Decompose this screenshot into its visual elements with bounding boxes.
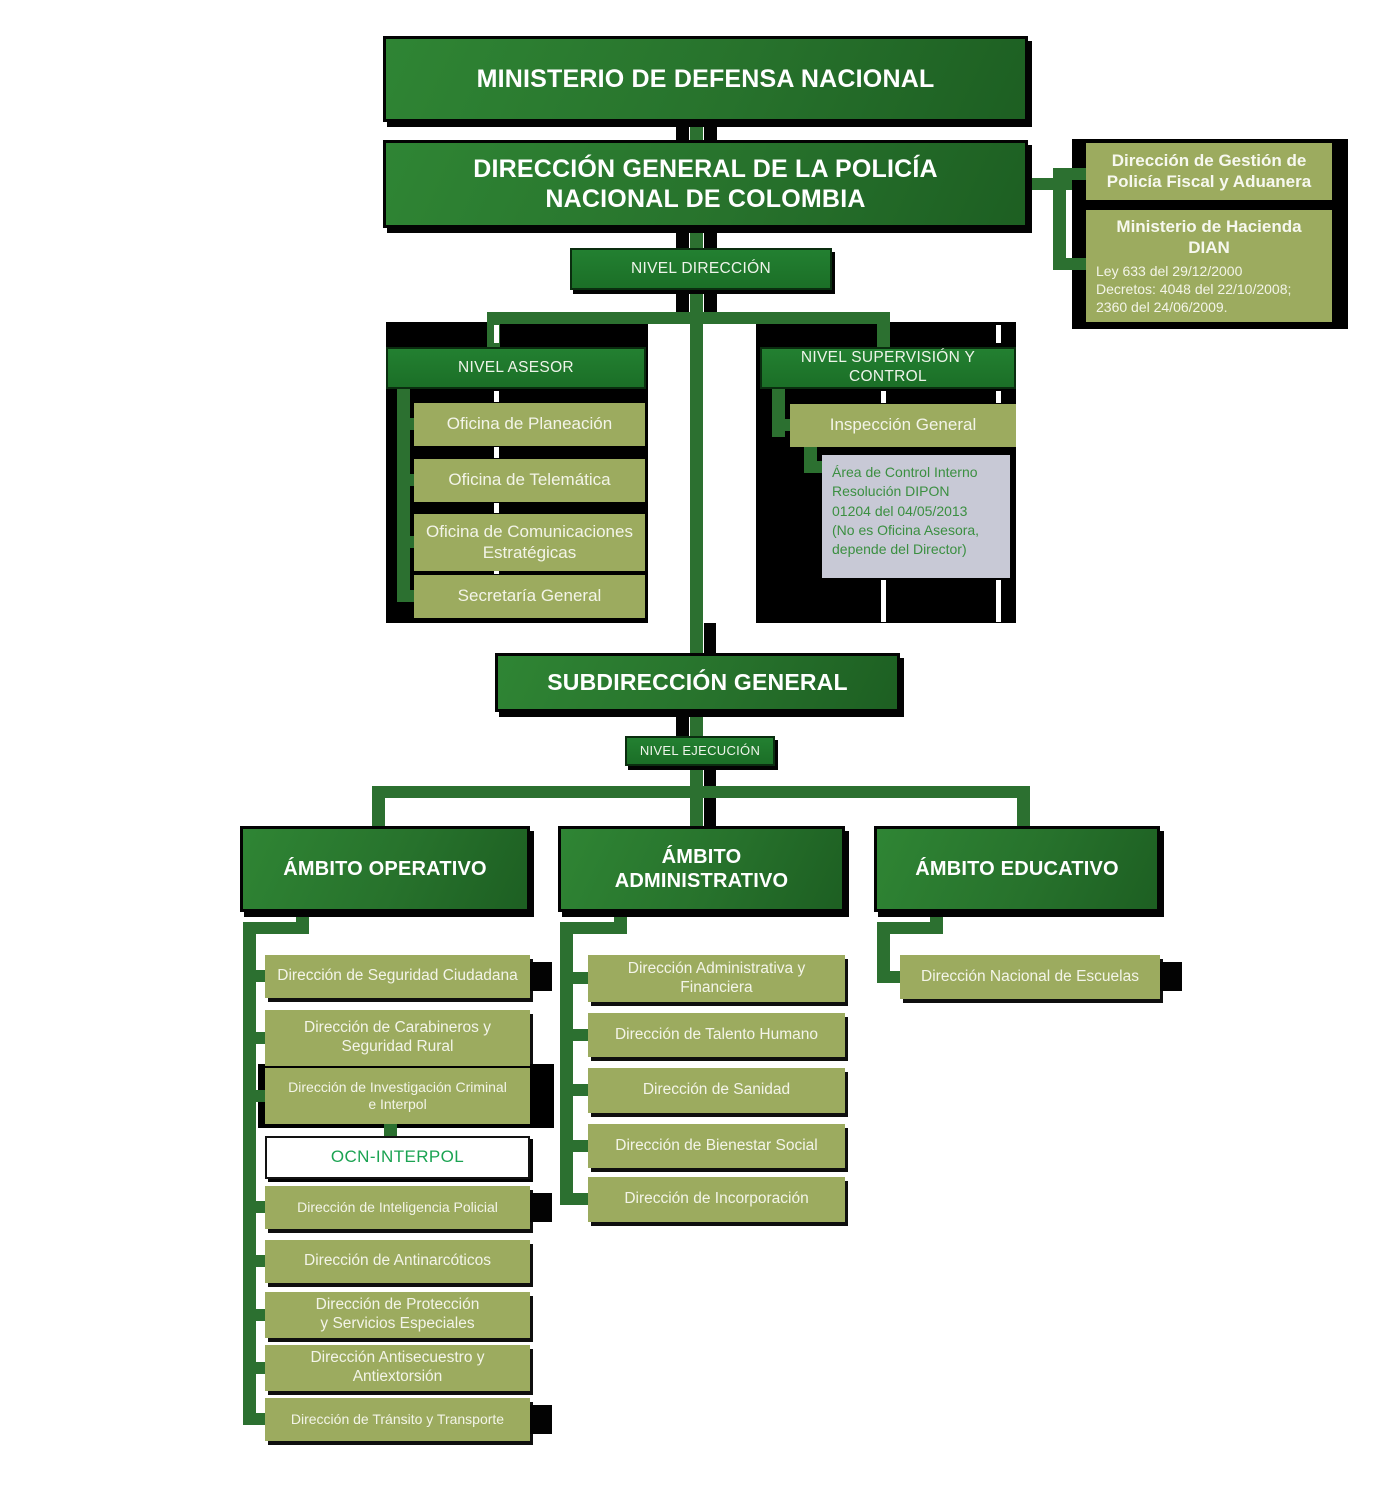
- white-tick: [881, 580, 886, 622]
- administrativo-stub: [560, 1193, 588, 1205]
- dian-connector-stub-top: [1053, 168, 1086, 180]
- box-area-control-interno: Área de Control Interno Resolución DIPON…: [822, 455, 1010, 578]
- box-direccion-transito-transporte: Dirección de Tránsito y Transporte: [265, 1398, 552, 1441]
- administrativo-stub: [560, 1140, 588, 1152]
- white-tick: [996, 580, 1001, 622]
- branch-top-horizontal: [487, 312, 890, 324]
- trunk-shadow: [704, 290, 717, 312]
- trunk-shadow: [704, 122, 717, 140]
- trunk-shadow: [704, 228, 717, 248]
- box-nivel-supervision-control: NIVEL SUPERVISIÓN Y CONTROL: [760, 347, 1016, 389]
- operativo-connector-v: [243, 922, 256, 1425]
- branch-top-right-drop: [877, 312, 890, 348]
- operativo-stub: [243, 970, 267, 982]
- box-direccion-seguridad-ciudadana: Dirección de Seguridad Ciudadana: [265, 955, 552, 998]
- operativo-stub: [243, 1090, 267, 1102]
- dian-connector-v: [1053, 168, 1066, 270]
- dian-normas: Ley 633 del 29/12/2000 Decretos: 4048 de…: [1096, 262, 1292, 315]
- operativo-stub: [243, 1032, 267, 1044]
- box-direccion-antinarcoticos: Dirección de Antinarcóticos: [265, 1240, 530, 1283]
- operativo-connector-h: [243, 922, 309, 934]
- educativo-connector-h: [877, 922, 943, 934]
- asesor-stub: [397, 418, 414, 430]
- white-tick: [494, 391, 499, 402]
- white-tick: [881, 391, 886, 403]
- white-tick: [494, 503, 499, 513]
- operativo-stub: [243, 1309, 267, 1321]
- box-direccion-antisecuestro: Dirección Antisecuestro y Antiextorsión: [265, 1345, 530, 1391]
- box-oficina-comunicaciones: Oficina de Comunicaciones Estratégicas: [414, 514, 645, 571]
- box-ministerio-defensa: MINISTERIO DE DEFENSA NACIONAL: [383, 36, 1028, 122]
- box-ambito-administrativo: ÁMBITO ADMINISTRATIVO: [558, 826, 845, 912]
- box-nivel-ejecucion: NIVEL EJECUCIÓN: [625, 736, 775, 766]
- white-tick: [494, 447, 499, 458]
- box-subdireccion-general: SUBDIRECCIÓN GENERAL: [495, 653, 900, 712]
- box-direccion-general: DIRECCIÓN GENERAL DE LA POLICÍA NACIONAL…: [383, 140, 1028, 228]
- box-direccion-incorporacion: Dirección de Incorporación: [588, 1177, 845, 1222]
- box-direccion-nacional-escuelas: Dirección Nacional de Escuelas: [900, 955, 1182, 999]
- dian-title: Ministerio de Hacienda DIAN: [1116, 217, 1302, 258]
- white-tick: [996, 325, 1001, 343]
- administrativo-connector-h: [560, 922, 627, 934]
- trunk-shadow: [676, 290, 689, 312]
- trunk-shadow: [676, 228, 689, 248]
- asesor-stub: [397, 474, 414, 486]
- box-direccion-bienestar-social: Dirección de Bienestar Social: [588, 1124, 845, 1168]
- educativo-connector-v: [877, 922, 890, 983]
- box-direccion-investigacion-criminal: Dirección de Investigación Criminal e In…: [265, 1068, 530, 1124]
- white-tick: [494, 325, 499, 343]
- box-nivel-asesor: NIVEL ASESOR: [386, 347, 646, 389]
- box-direccion-gestion-fiscal-aduanera: Dirección de Gestión de Policía Fiscal y…: [1086, 143, 1332, 200]
- box-ambito-operativo: ÁMBITO OPERATIVO: [240, 826, 530, 912]
- box-inspeccion-general: Inspección General: [790, 404, 1016, 447]
- dian-connector-stub-bottom: [1053, 258, 1086, 270]
- trunk-shadow: [676, 712, 689, 736]
- ocn-stub: [384, 1124, 397, 1136]
- box-direccion-administrativa-financiera: Dirección Administrativa y Financiera: [588, 955, 845, 1002]
- trunk-connector: [690, 228, 703, 248]
- educativo-stub: [877, 971, 900, 983]
- box-oficina-telematica: Oficina de Telemática: [414, 459, 645, 502]
- administrativo-connector-v: [560, 922, 573, 1205]
- box-oficina-planeacion: Oficina de Planeación: [414, 403, 645, 446]
- asesor-connector-v: [397, 389, 410, 602]
- administrativo-stub: [560, 1029, 588, 1041]
- branch-bottom-left-drop: [372, 786, 385, 826]
- asesor-stub: [397, 536, 414, 548]
- box-direccion-carabineros: Dirección de Carabineros y Seguridad Rur…: [265, 1010, 530, 1066]
- control-stub: [804, 461, 822, 473]
- administrativo-stub: [560, 1084, 588, 1096]
- trunk-shadow: [704, 623, 716, 653]
- box-direccion-proteccion: Dirección de Protección y Servicios Espe…: [265, 1292, 530, 1338]
- trunk-connector: [690, 122, 703, 140]
- operativo-stub: [243, 1201, 267, 1213]
- box-direccion-inteligencia-policial: Dirección de Inteligencia Policial: [265, 1186, 552, 1229]
- trunk-connector: [690, 712, 703, 736]
- operativo-stub: [243, 1362, 267, 1374]
- box-ambito-educativo: ÁMBITO EDUCATIVO: [874, 826, 1160, 912]
- trunk-shadow: [676, 122, 689, 140]
- supervision-stub: [772, 419, 790, 431]
- box-secretaria-general: Secretaría General: [414, 575, 645, 618]
- operativo-stub: [243, 1255, 267, 1267]
- asesor-stub: [397, 590, 414, 602]
- administrativo-stub: [560, 972, 588, 984]
- branch-bottom-right-drop: [1017, 786, 1030, 826]
- box-ministerio-hacienda-dian: Ministerio de Hacienda DIAN Ley 633 del …: [1086, 210, 1332, 322]
- box-direccion-talento-humano: Dirección de Talento Humano: [588, 1013, 845, 1057]
- box-ocn-interpol: OCN-INTERPOL: [265, 1136, 530, 1179]
- white-tick: [996, 391, 1001, 403]
- box-nivel-direccion: NIVEL DIRECCIÓN: [570, 248, 832, 290]
- operativo-stub: [243, 1413, 267, 1425]
- branch-bottom-horizontal: [372, 786, 1030, 798]
- trunk-connector: [690, 290, 703, 653]
- box-direccion-sanidad: Dirección de Sanidad: [588, 1068, 845, 1113]
